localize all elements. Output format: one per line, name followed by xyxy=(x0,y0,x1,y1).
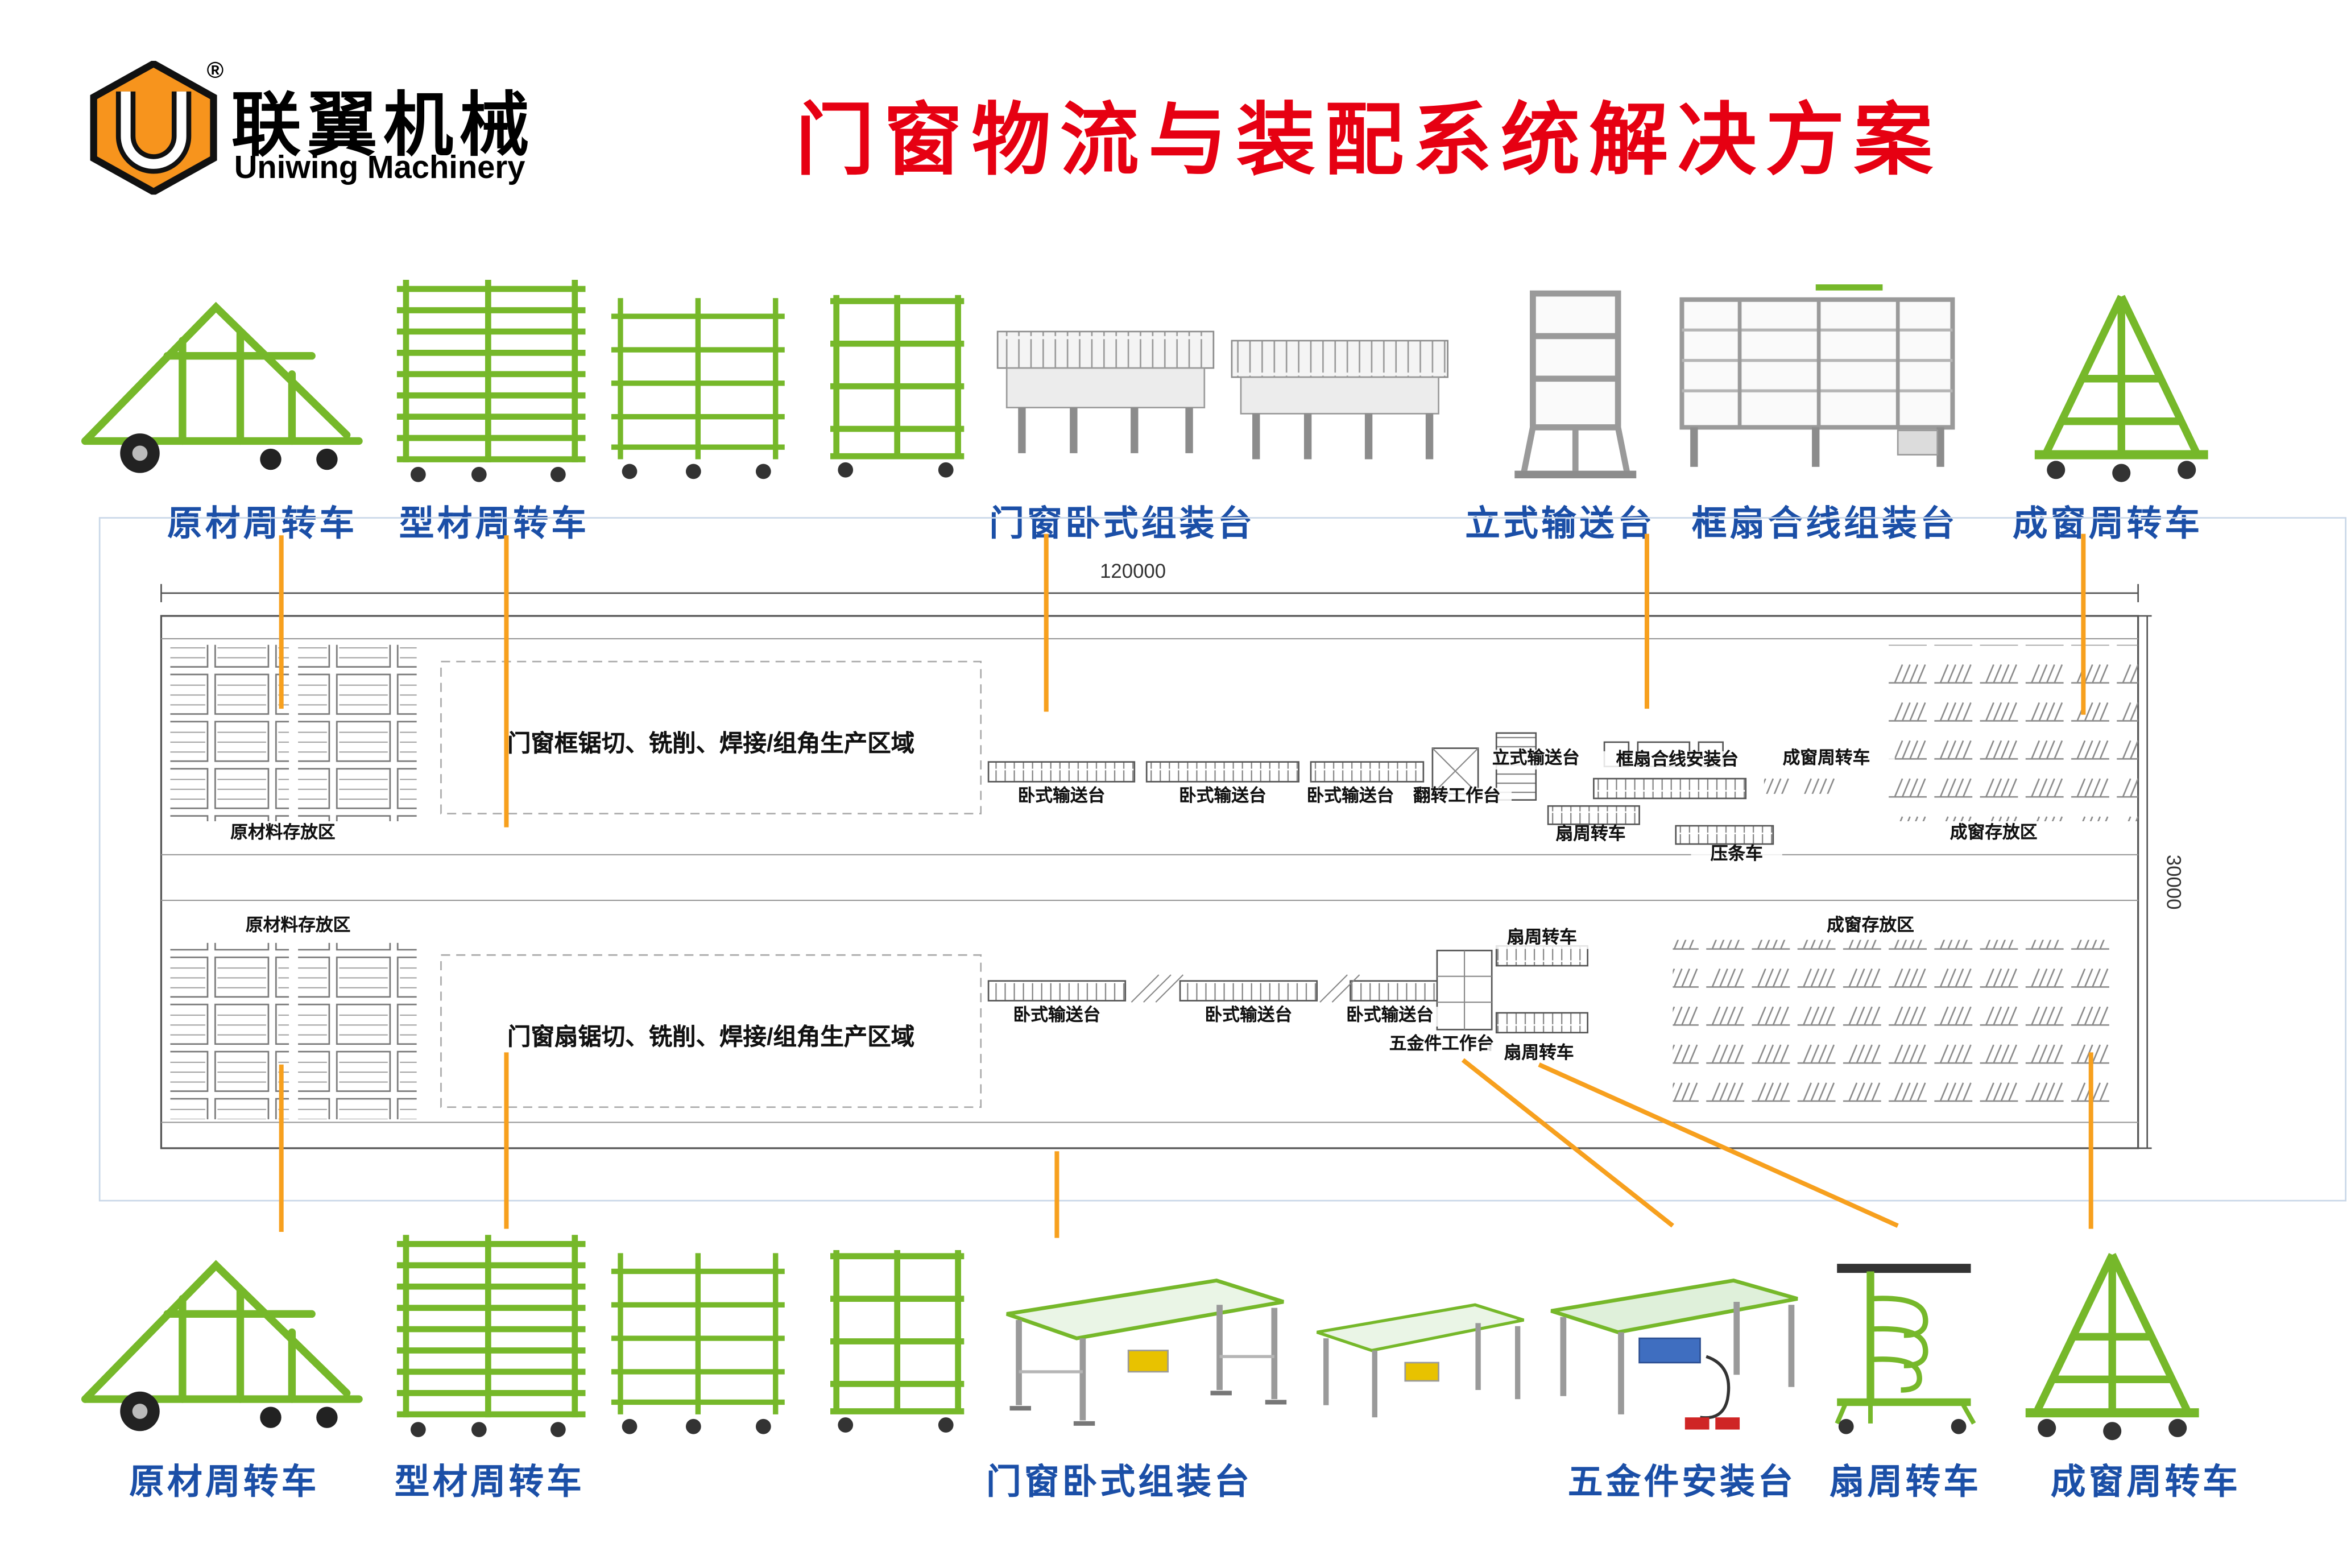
row2-conveyor2-label: 卧式输送台 xyxy=(1187,1007,1310,1027)
bottom-raw-material-cart-image xyxy=(76,1244,365,1442)
a-frame-cart-icon xyxy=(2034,295,2208,482)
bottom-caption-horizontal-assembly-table: 门窗卧式组装台 xyxy=(986,1461,1253,1501)
top-horizontal-assembly-table-image xyxy=(988,301,1460,476)
profile-rack-icon xyxy=(611,1253,785,1434)
bottom-caption-finished-window-cart: 成窗周转车 xyxy=(2050,1461,2241,1501)
floorplan-svg xyxy=(160,584,2152,1149)
row1-bead-cart-label: 压条车 xyxy=(1691,845,1782,866)
row1-finished-storage-label: 成窗存放区 xyxy=(1925,824,2062,845)
a-frame-cart-icon xyxy=(2025,1253,2199,1441)
frame-sash-machine-icon xyxy=(1679,284,1955,467)
finished-storage-row2 xyxy=(1673,940,2114,1116)
dense-profile-rack-icon xyxy=(396,1235,586,1437)
top-caption-frame-sash-assembly: 框扇合线组装台 xyxy=(1691,503,1958,543)
hardware-table-icon xyxy=(1550,1279,1798,1430)
row1-conveyor3-label: 卧式输送台 xyxy=(1295,788,1405,808)
top-profile-rack2-image xyxy=(605,289,790,483)
row2-production-area-label: 门窗扇锯切、铣削、焊接/组角生产区域 xyxy=(507,1025,915,1051)
bottom-finished-window-cart-image xyxy=(2010,1239,2216,1442)
page-title: 门窗物流与装配系统解决方案 xyxy=(795,97,1942,186)
leaning-profiles xyxy=(1131,974,1360,1003)
dimension-lines xyxy=(160,584,2152,1149)
flip-table-cross xyxy=(1432,747,1479,795)
top-raw-material-cart-image xyxy=(76,286,365,484)
vertical-conveyor-icon xyxy=(1514,290,1637,478)
roller-table-icon xyxy=(996,330,1448,460)
row1-sash-cart-label: 扇周转车 xyxy=(1539,825,1642,846)
top-finished-window-cart-image xyxy=(2019,282,2225,484)
trailer-cart-icon xyxy=(81,1260,363,1432)
production-area-row1 xyxy=(440,660,982,814)
sash-cart-icon xyxy=(1835,1264,1976,1434)
production-area-row2 xyxy=(440,954,982,1108)
trailer-cart-icon xyxy=(81,301,363,473)
bottom-caption-hardware-install-table: 五金件安装台 xyxy=(1567,1461,1796,1501)
row2-finished-storage-label: 成窗存放区 xyxy=(1802,917,1939,937)
bottom-profile-rack-image xyxy=(388,1226,593,1442)
top-profile-rack-image xyxy=(388,271,593,487)
brand-logo xyxy=(84,59,223,196)
green-top-table-icon xyxy=(1316,1303,1525,1418)
bottom-caption-sash-cart: 扇周转车 xyxy=(1829,1461,1982,1501)
shelf-cart-icon xyxy=(830,295,965,478)
bottom-caption-profile-cart: 型材周转车 xyxy=(394,1461,585,1501)
bottom-shelf-cart-image xyxy=(821,1241,973,1439)
row2-raw-storage-label: 原材料存放区 xyxy=(213,917,383,937)
plan-width-dimension: 120000 xyxy=(1064,560,1202,583)
row1-production-area-label: 门窗框锯切、铣削、焊接/组角生产区域 xyxy=(507,731,915,758)
bottom-hardware-install-table-image xyxy=(1539,1265,1805,1441)
floorplan-drawing xyxy=(152,578,2152,1156)
bottom-assembly-table2-image xyxy=(1305,1293,1533,1430)
hardware-table-grid xyxy=(1437,950,1492,1030)
top-caption-profile-cart: 型材周转车 xyxy=(399,503,590,543)
row2-sash-cart-bottom-label: 扇周转车 xyxy=(1487,1045,1591,1065)
finished-cart-symbol-row1 xyxy=(1764,769,1849,794)
row1-finished-cart-label: 成窗周转车 xyxy=(1758,750,1895,770)
top-caption-raw-material-cart: 原材周转车 xyxy=(167,503,358,543)
row2-sash-cart-top-label: 扇周转车 xyxy=(1490,929,1594,950)
bottom-profile-rack2-image xyxy=(605,1244,790,1438)
top-shelf-cart-image xyxy=(821,286,973,484)
bottom-sash-cart-image xyxy=(1825,1253,1985,1435)
row2-conveyor3-label: 卧式输送台 xyxy=(1332,1007,1448,1027)
registered-mark: ® xyxy=(206,57,224,84)
shelf-cart-icon xyxy=(830,1250,965,1433)
row1-frame-sash-station-label: 框扇合线安装台 xyxy=(1600,751,1755,772)
top-caption-finished-window-cart: 成窗周转车 xyxy=(2013,503,2203,543)
row1-flip-table-label: 翻转工作台 xyxy=(1402,788,1512,808)
uniwing-hexagon-logo-icon xyxy=(90,59,217,196)
raw-material-storage-row1 xyxy=(170,644,417,821)
green-top-table-icon xyxy=(1006,1279,1287,1426)
dense-profile-rack-icon xyxy=(396,280,586,482)
brand-name-cn: 联翼机械 xyxy=(231,85,536,164)
finished-storage-row1 xyxy=(1882,644,2138,821)
top-vertical-conveyor-image xyxy=(1509,282,1642,484)
top-caption-vertical-conveyor: 立式输送台 xyxy=(1465,503,1655,543)
row1-conveyor1-label: 卧式输送台 xyxy=(1000,788,1123,808)
plan-height-dimension: 30000 xyxy=(2162,821,2186,943)
top-caption-horizontal-assembly-table: 门窗卧式组装台 xyxy=(989,503,1256,543)
raw-material-storage-row2 xyxy=(170,942,417,1120)
bottom-assembly-table1-image xyxy=(988,1265,1293,1433)
plan-outer-frame xyxy=(98,517,2346,1202)
bottom-caption-raw-material-cart: 原材周转车 xyxy=(129,1461,320,1501)
brand-name-en: Uniwing Machinery xyxy=(234,150,525,186)
row1-vertical-conveyor-label: 立式输送台 xyxy=(1483,750,1590,770)
row2-conveyor1-label: 卧式输送台 xyxy=(996,1007,1118,1027)
top-frame-sash-assembly-machine-image xyxy=(1670,282,1966,479)
row2-hardware-table-label: 五金件工作台 xyxy=(1376,1035,1507,1056)
row1-conveyor2-label: 卧式输送台 xyxy=(1161,788,1284,808)
row1-raw-storage-label: 原材料存放区 xyxy=(197,824,369,845)
profile-rack-icon xyxy=(611,298,785,479)
